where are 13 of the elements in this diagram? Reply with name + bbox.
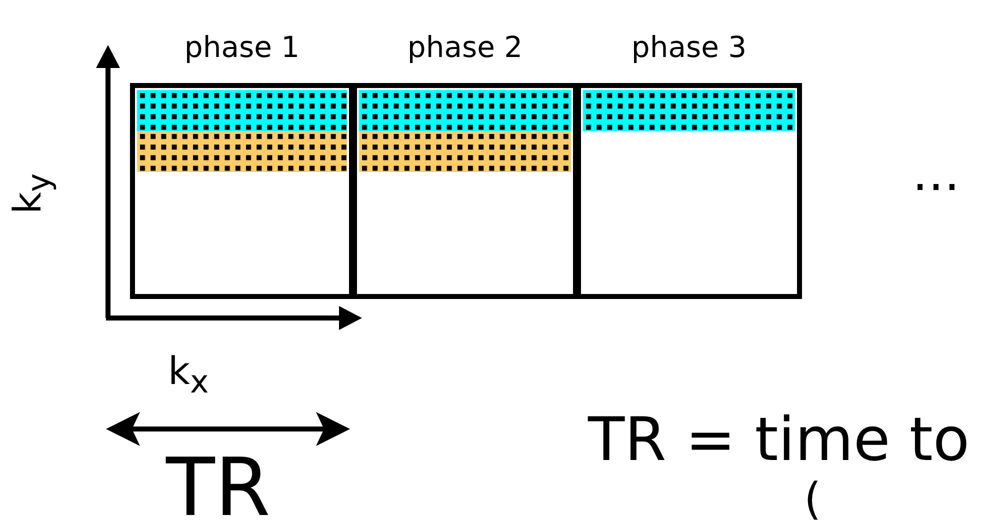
dotted-band — [359, 131, 571, 172]
dotted-band — [583, 90, 795, 131]
text-label: TR — [166, 448, 270, 528]
text-label: k$_{x}$ — [168, 352, 209, 400]
text-label: … — [912, 150, 960, 198]
phase-label: phase 3 — [630, 30, 748, 64]
phase-label: phase 2 — [406, 30, 524, 64]
text-label: ( — [804, 478, 822, 522]
dotted-band — [137, 131, 347, 172]
dotted-band — [359, 90, 571, 131]
dotted-band — [137, 90, 347, 131]
phase-label: phase 1 — [183, 30, 301, 64]
text-label: TR = time to — [588, 410, 970, 470]
